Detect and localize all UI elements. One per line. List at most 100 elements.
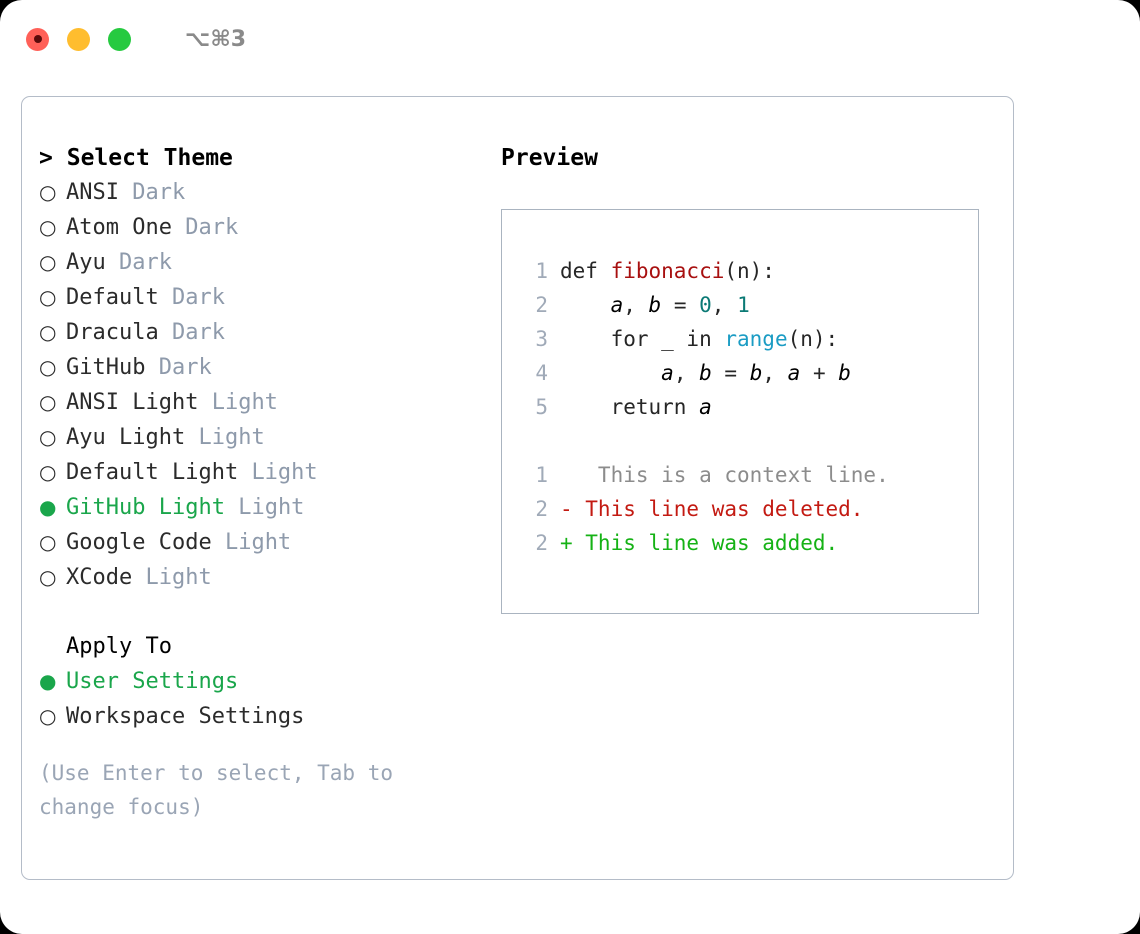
code-token-plain: = — [711, 361, 750, 385]
two-column-layout: > Select Theme ○ANSI Dark○Atom One Dark○… — [39, 141, 1003, 824]
code-token-plain: def — [560, 259, 611, 283]
radio-unselected-icon: ○ — [39, 704, 57, 728]
theme-option-dracula[interactable]: ○Dracula Dark — [39, 315, 501, 350]
panel-content: > Select Theme ○ANSI Dark○Atom One Dark○… — [39, 141, 1003, 869]
code-token-plain: , — [711, 293, 738, 317]
apply-to-option-label: Workspace Settings — [66, 704, 305, 729]
code-token-plain — [560, 293, 611, 317]
radio-unselected-icon: ○ — [39, 425, 57, 449]
close-button[interactable] — [26, 27, 49, 51]
theme-option-label: Google Code — [66, 530, 212, 555]
theme-option-github[interactable]: ○GitHub Dark — [39, 350, 501, 385]
radio-unselected-icon: ○ — [39, 530, 57, 554]
theme-option-label: Ayu Light — [66, 425, 186, 450]
radio-unselected-icon: ○ — [39, 460, 57, 484]
diff-line-add: 2+ This line was added. — [518, 526, 978, 560]
theme-option-label: GitHub Light — [66, 495, 225, 520]
code-token-plain: (n): — [724, 259, 775, 283]
theme-option-xcode[interactable]: ○ XCode Light — [39, 560, 501, 595]
radio-unselected-icon: ○ — [39, 390, 57, 414]
code-diff-gap — [518, 424, 978, 458]
code-token-func: fibonacci — [610, 259, 725, 283]
code-token-var: b — [699, 361, 712, 385]
traffic-lights — [26, 27, 131, 51]
apply-to-option-list[interactable]: ● User Settings ○ Workspace Settings — [39, 664, 501, 734]
theme-option-google-code[interactable]: ○ Google Code Light — [39, 525, 501, 560]
hint-spacer — [39, 734, 501, 756]
apply-to-option-label: User Settings — [66, 669, 239, 694]
theme-option-variant: Dark — [158, 355, 212, 380]
code-line-number: 3 — [535, 327, 548, 351]
code-token-plain: , — [762, 361, 788, 385]
theme-option-github-light[interactable]: ●GitHub Light Light — [39, 490, 501, 525]
theme-option-label: Default — [66, 285, 159, 310]
code-token-num: 0 — [699, 293, 712, 317]
theme-option-variant: Light — [145, 565, 212, 590]
code-line: 5 return a — [518, 390, 978, 424]
apply-to-heading: ○Apply To — [39, 629, 501, 664]
theme-option-ansi[interactable]: ○ANSI Dark — [39, 175, 501, 210]
code-line-text: for _ in range(n): — [560, 322, 839, 356]
theme-option-atom-one[interactable]: ○Atom One Dark — [39, 210, 501, 245]
title-bar: ⌥⌘3 — [0, 0, 1140, 78]
theme-option-label: Dracula — [66, 320, 159, 345]
code-token-var: a — [699, 395, 712, 419]
radio-unselected-icon: ○ — [39, 215, 57, 239]
code-line-number: 2 — [535, 293, 548, 317]
code-line-text: def fibonacci(n): — [560, 254, 775, 288]
theme-option-ansi-light[interactable]: ○ANSI Light Light — [39, 385, 501, 420]
radio-unselected-icon: ○ — [39, 565, 57, 589]
code-token-var: a — [661, 361, 674, 385]
radio-unselected-icon: ○ — [39, 320, 57, 344]
theme-option-variant: Dark — [185, 215, 239, 240]
theme-option-label: XCode — [66, 565, 133, 590]
prompt-chevron-icon: > — [39, 145, 53, 171]
theme-option-variant: Light — [238, 495, 305, 520]
code-line: 2 a, b = 0, 1 — [518, 288, 978, 322]
apply-to-option-workspace-settings[interactable]: ○ Workspace Settings — [39, 699, 501, 734]
apply-to-option-user-settings[interactable]: ● User Settings — [39, 664, 501, 699]
radio-unselected-icon: ○ — [39, 250, 57, 274]
theme-option-default-light[interactable]: ○ Default Light Light — [39, 455, 501, 490]
code-token-plain — [560, 361, 661, 385]
code-token-builtin: range — [724, 327, 788, 351]
diff-line-delete: 2- This line was deleted. — [518, 492, 978, 526]
diff-line-context: 1 This is a context line. — [518, 458, 978, 492]
keyboard-shortcut-label: ⌥⌘3 — [185, 26, 247, 52]
radio-selected-icon: ● — [39, 669, 57, 693]
theme-option-label: Ayu — [66, 250, 106, 275]
theme-option-default[interactable]: ○Default Dark — [39, 280, 501, 315]
theme-option-variant: Light — [224, 530, 292, 555]
code-line-text: a, b = b, a + b — [560, 356, 851, 390]
theme-option-ayu[interactable]: ○Ayu Dark — [39, 245, 501, 280]
code-token-plain: , — [673, 361, 700, 385]
code-line-text: return a — [560, 390, 712, 424]
theme-option-label: Default Light — [66, 460, 239, 485]
code-token-var: a — [610, 293, 624, 317]
code-token-plain: + — [800, 361, 839, 385]
select-theme-heading-label: Select Theme — [66, 145, 233, 171]
theme-option-variant: Light — [198, 425, 265, 450]
theme-option-list[interactable]: ○ANSI Dark○Atom One Dark○Ayu Dark○Defaul… — [39, 175, 501, 595]
theme-option-variant: Dark — [132, 180, 186, 205]
code-token-var: a — [787, 361, 801, 385]
theme-option-variant: Dark — [171, 285, 225, 310]
code-token-plain: , — [623, 293, 649, 317]
code-line: 1 def fibonacci(n): — [518, 254, 978, 288]
keyboard-hint-text: (Use Enter to select, Tab to change focu… — [39, 761, 406, 819]
minimize-button[interactable] — [67, 27, 90, 51]
theme-option-label: ANSI Light — [66, 390, 199, 415]
maximize-button[interactable] — [108, 27, 131, 51]
code-line-text: a, b = 0, 1 — [560, 288, 750, 322]
code-line-number: 1 — [535, 259, 548, 283]
code-token-var: b — [648, 293, 662, 317]
diff-line-number: 2 — [535, 497, 548, 521]
code-token-plain: return — [560, 395, 700, 419]
theme-option-variant: Light — [251, 460, 318, 485]
theme-picker-column: > Select Theme ○ANSI Dark○Atom One Dark○… — [39, 141, 501, 824]
theme-option-ayu-light[interactable]: ○ Ayu Light Light — [39, 420, 501, 455]
radio-unselected-icon: ○ — [39, 180, 57, 204]
